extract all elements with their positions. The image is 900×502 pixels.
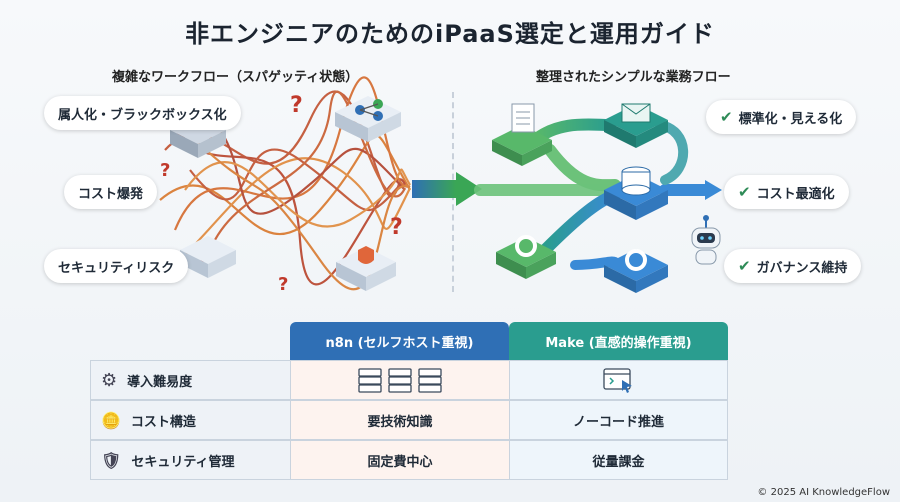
right-heading: 整理されたシンプルな業務フロー (536, 70, 731, 85)
network-tile-icon (335, 96, 401, 142)
benefit-pill: ✔ ガバナンス維持 (724, 249, 862, 283)
gear-icon: ⚙ (101, 369, 118, 391)
coins-icon: 🪙 (101, 410, 121, 430)
robot-icon (691, 215, 721, 265)
browser-cursor-icon (602, 368, 632, 393)
workflow-illustration: ? ? ? ? ? (159, 76, 722, 295)
benefit-pill: ✔ コスト最適化 (724, 175, 849, 209)
gear-tile-icon (496, 235, 556, 279)
problem-label: 属人化・ブラックボックス化 (58, 107, 227, 123)
shield-check-icon: 🛡 (101, 450, 122, 470)
page-title: 非エンジニアのためのiPaaS選定と運用ガイド (185, 20, 715, 48)
problem-label: セキュリティリスク (58, 260, 175, 276)
question-mark-icon: ? (278, 274, 288, 295)
server-racks-icon (358, 368, 442, 393)
tangled-lines (159, 76, 411, 291)
check-icon: ✔ (738, 257, 751, 275)
flow-arrowhead-icon (705, 180, 722, 200)
make-cell (510, 361, 727, 399)
n8n-cell (291, 361, 510, 399)
benefit-label: コスト最適化 (756, 186, 835, 202)
copyright-text: © 2025 AI KnowledgeFlow (757, 487, 890, 498)
benefit-label: 標準化・見える化 (738, 111, 843, 127)
gear-tile-icon (604, 249, 668, 293)
n8n-cell: 要技術知識 (291, 401, 510, 439)
n8n-cell: 固定費中心 (291, 441, 510, 479)
table-row: 🛡 セキュリティ管理 固定費中心 従量課金 (90, 440, 728, 480)
check-icon: ✔ (720, 108, 733, 126)
question-mark-icon: ? (160, 160, 170, 181)
problem-label: コスト爆発 (78, 186, 144, 202)
problem-pill: 属人化・ブラックボックス化 (44, 96, 241, 130)
benefit-pill: ✔ 標準化・見える化 (706, 100, 857, 134)
make-column-header: Make (直感的操作重視) (509, 322, 728, 360)
benefit-label: ガバナンス維持 (756, 260, 848, 276)
table-row: 🪙 コスト構造 要技術知識 ノーコード推進 (90, 400, 728, 440)
question-mark-icon: ? (290, 93, 303, 118)
problem-pill: コスト爆発 (64, 175, 158, 209)
make-cell: 従量課金 (510, 441, 727, 479)
warning-tile-icon (180, 236, 236, 278)
problem-pill: セキュリティリスク (44, 249, 189, 283)
database-tile-icon (604, 166, 668, 220)
question-mark-icon: ? (390, 215, 403, 240)
make-cell: ノーコード推進 (510, 401, 727, 439)
row-label: ⚙ 導入難易度 (91, 361, 291, 399)
row-label: 🪙 コスト構造 (91, 401, 291, 439)
check-icon: ✔ (738, 183, 751, 201)
table-row: ⚙ 導入難易度 (90, 360, 728, 400)
row-label: 🛡 セキュリティ管理 (91, 441, 291, 479)
document-tile-icon (492, 103, 552, 166)
transition-arrow-icon (412, 172, 482, 206)
shield-tile-icon (336, 246, 396, 291)
n8n-column-header: n8n (セルフホスト重視) (290, 322, 509, 360)
mail-tile-icon (604, 103, 668, 148)
left-heading: 複雑なワークフロー（スパゲッティ状態） (112, 70, 359, 85)
